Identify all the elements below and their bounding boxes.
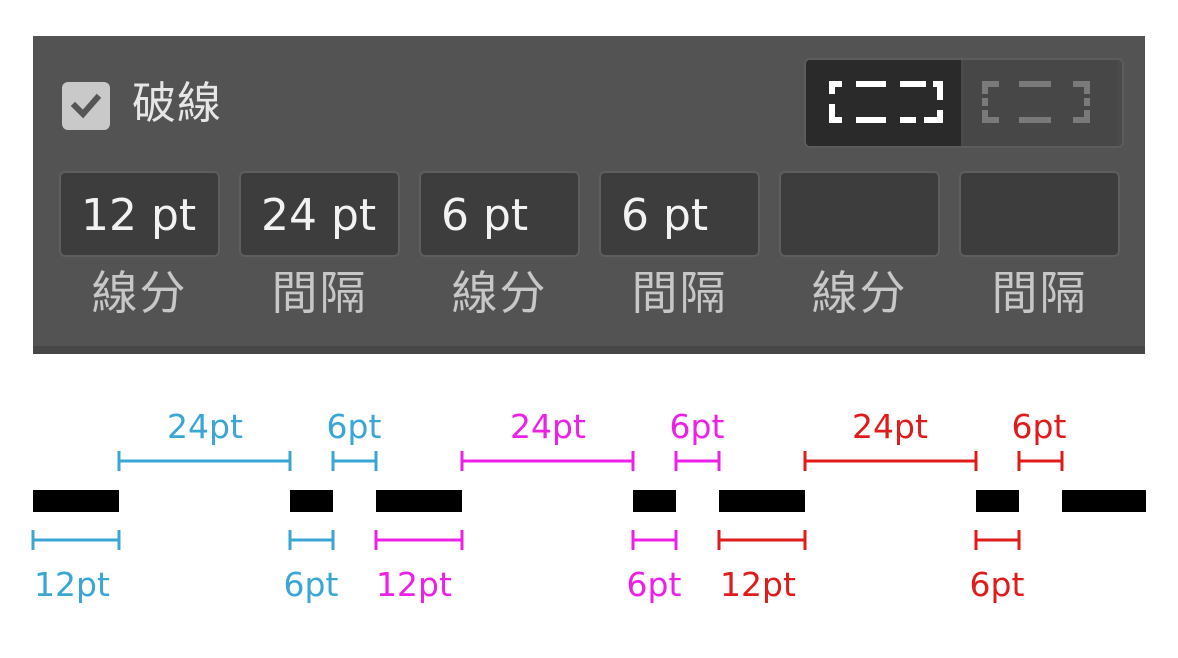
gap-1-dimension-label: 24pt [852, 407, 928, 446]
gap-2-dimension [1017, 451, 1064, 471]
dash-2-dimension-label: 6pt [627, 565, 682, 604]
dash-1-dimension [31, 530, 121, 550]
gap-2-length-input[interactable]: 6 pt [599, 171, 760, 257]
gap-1-label: 間隔 [271, 266, 368, 320]
dash-1-dimension [717, 530, 807, 550]
dash-1-dimension [374, 530, 464, 550]
dash-2-dimension-label: 6pt [970, 565, 1025, 604]
gap-1-length-input[interactable]: 24 pt [239, 171, 400, 257]
gap-1-dimension-label: 24pt [167, 407, 243, 446]
gap-1-dimension [117, 451, 292, 471]
dash-1-dimension-label: 12pt [720, 565, 796, 604]
dash-segment [633, 490, 676, 512]
checkmark-icon [70, 93, 102, 119]
gap-2-dimension-label: 6pt [327, 407, 382, 446]
dash-style-toggle [804, 58, 1124, 148]
dashed-line-label: 破線 [132, 78, 222, 129]
panel-bottom-edge [33, 346, 1145, 354]
dash-3-label: 線分 [811, 266, 908, 320]
dash-2-label: 線分 [451, 266, 548, 320]
gap-2-dimension-label: 6pt [670, 407, 725, 446]
dash-align-corners-button[interactable] [806, 60, 961, 146]
dash-segment [1062, 490, 1146, 512]
dash-segment [33, 490, 119, 512]
dashed-rect-preserve-icon [982, 81, 1090, 123]
dash-2-dimension [288, 530, 335, 550]
dash-pattern-diagram: 24pt 6pt 12pt 6pt 24pt 6pt 12pt 6pt 24pt… [31, 407, 1146, 604]
dash-1-dimension-label: 12pt [376, 565, 452, 604]
gap-2-dimension [331, 451, 378, 471]
dash-2-length-input[interactable]: 6 pt [419, 171, 580, 257]
dash-2-dimension-label: 6pt [284, 565, 339, 604]
dash-segment [290, 490, 333, 512]
gap-1-dimension-label: 24pt [510, 407, 586, 446]
dash-preserve-button[interactable] [963, 60, 1118, 146]
dash-1-dimension-label: 12pt [34, 565, 110, 604]
dash-3-length-input[interactable] [779, 171, 940, 257]
dash-settings-panel: 破線 [33, 36, 1145, 354]
dash-2-dimension [974, 530, 1021, 550]
dash-1-length-input[interactable]: 12 pt [59, 171, 220, 257]
dashed-line-checkbox[interactable] [62, 82, 110, 130]
gap-3-label: 間隔 [991, 266, 1088, 320]
gap-2-dimension-label: 6pt [1012, 407, 1067, 446]
gap-2-label: 間隔 [631, 266, 728, 320]
dashed-rect-corners-align-icon [829, 81, 943, 123]
gap-2-dimension [674, 451, 721, 471]
dash-segment [376, 490, 462, 512]
dash-segment [719, 490, 805, 512]
dash-2-dimension [631, 530, 678, 550]
dash-1-label: 線分 [91, 266, 188, 320]
gap-1-dimension [803, 451, 978, 471]
gap-3-length-input[interactable] [959, 171, 1120, 257]
gap-1-dimension [460, 451, 635, 471]
dash-segment [976, 490, 1019, 512]
